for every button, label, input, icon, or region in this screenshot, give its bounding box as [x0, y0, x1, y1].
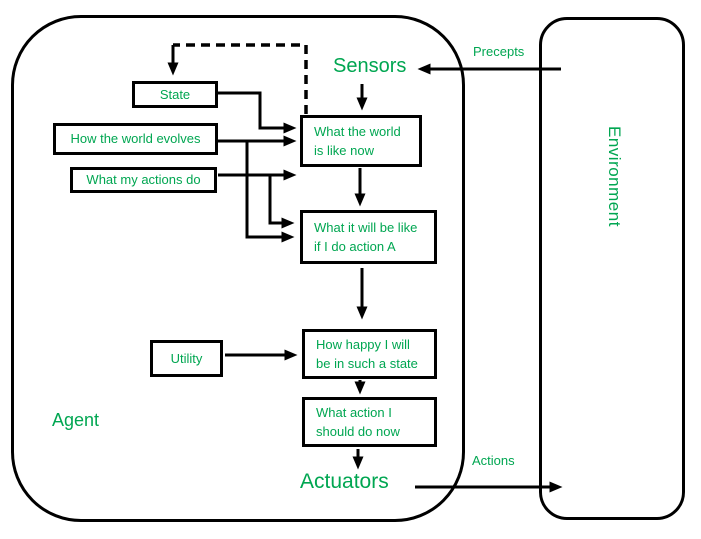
how-world-evolves-label: How the world evolves	[70, 131, 201, 146]
future-line2: if I do action A	[314, 239, 396, 254]
future-line1: What it will be like	[314, 220, 418, 235]
actuators-label: Actuators	[300, 470, 389, 493]
agent-label: Agent	[52, 410, 100, 430]
how-world-evolves-box: How the world evolves	[53, 123, 218, 155]
actions-label: Actions	[472, 453, 515, 468]
action-now-line2: should do now	[316, 424, 400, 439]
world-now-box: What the world is like now	[300, 115, 422, 167]
utility-box: Utility	[150, 340, 223, 377]
what-actions-do-label: What my actions do	[86, 172, 201, 187]
state-box-label: State	[159, 86, 191, 102]
sensors-label: Sensors	[333, 55, 407, 77]
precepts-label: Precepts	[473, 44, 525, 59]
happiness-box: How happy I will be in such a state	[302, 329, 437, 379]
world-now-line2: is like now	[314, 143, 374, 158]
action-now-line1: What action I	[316, 405, 392, 420]
happiness-line1: How happy I will	[316, 337, 410, 352]
what-actions-do-box: What my actions do	[70, 167, 217, 193]
utility-box-label: Utility	[170, 350, 203, 366]
future-box: What it will be like if I do action A	[300, 210, 437, 264]
environment-label: Environment	[605, 126, 624, 227]
state-box: State	[132, 81, 218, 108]
agent-boundary-box	[11, 15, 465, 522]
happiness-line2: be in such a state	[316, 356, 418, 371]
world-now-line1: What the world	[314, 124, 401, 139]
environment-box	[539, 17, 685, 520]
action-now-box: What action I should do now	[302, 397, 437, 447]
